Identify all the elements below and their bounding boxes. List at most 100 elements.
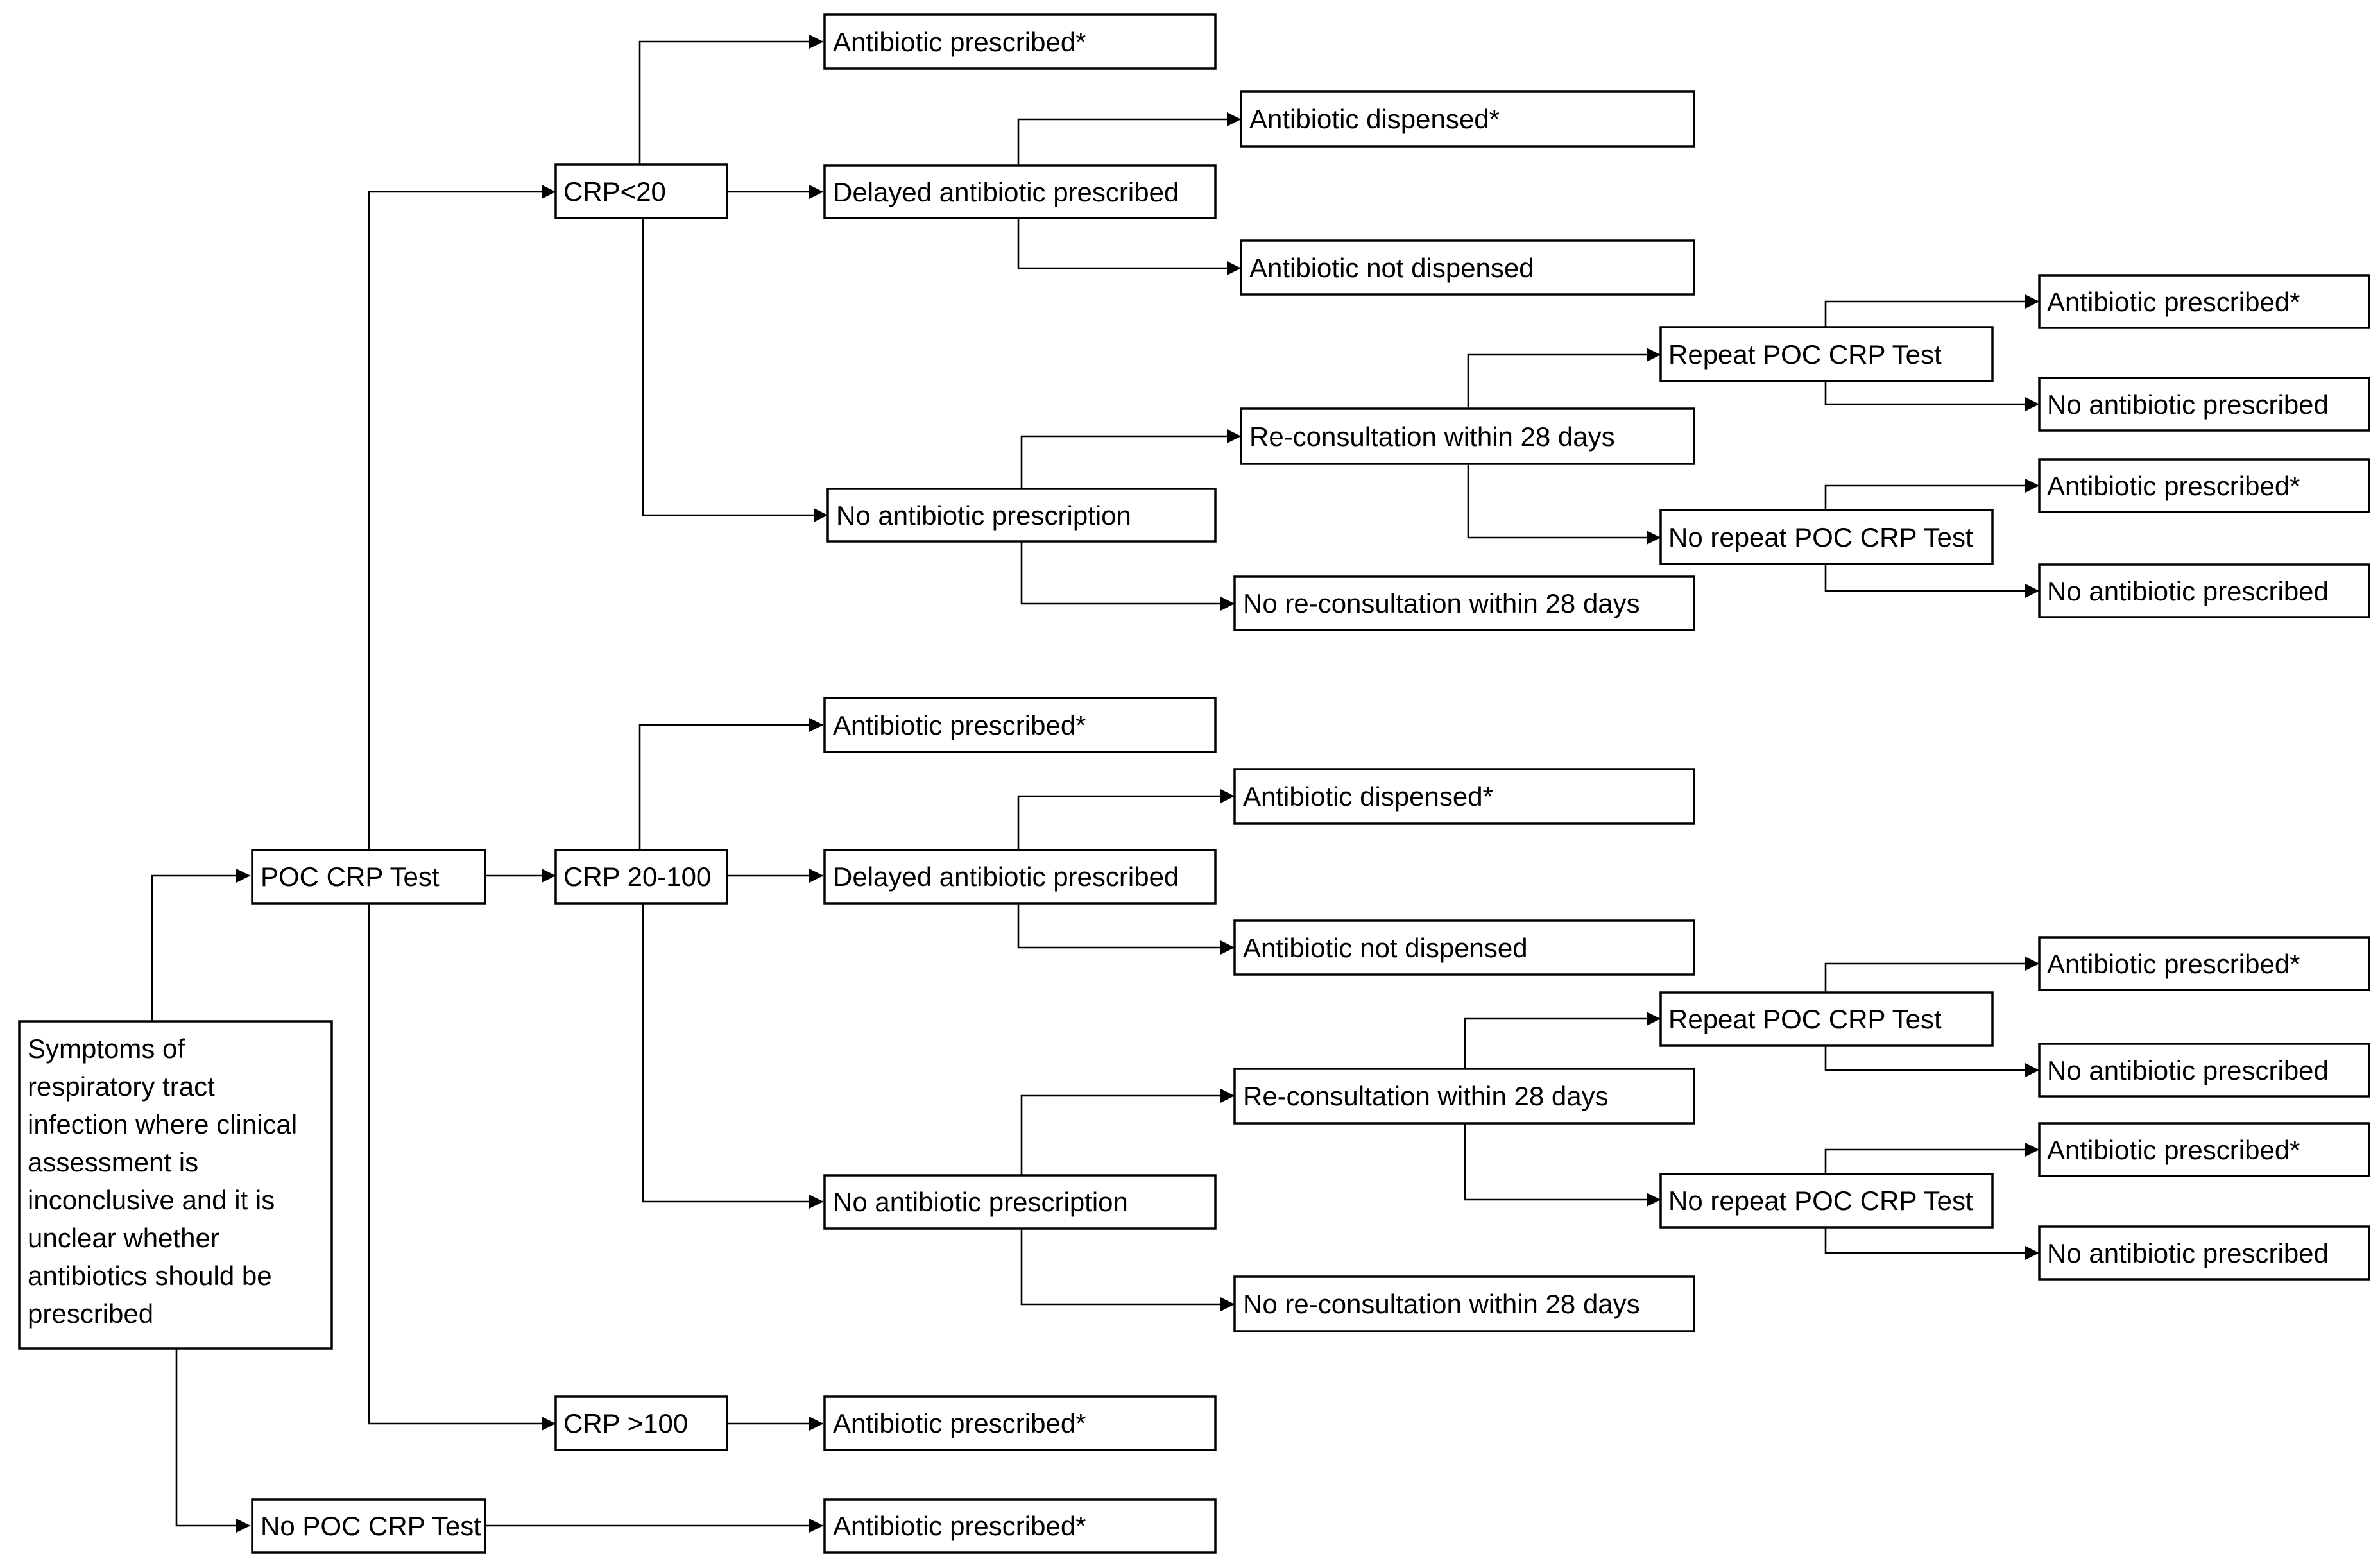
root-line: assessment is <box>28 1147 198 1177</box>
node-label: Antibiotic prescribed* <box>833 1511 1086 1541</box>
node-lt20-antibiotic-prescribed: Antibiotic prescribed* <box>823 13 1217 70</box>
node-label: No antibiotic prescribed <box>2047 576 2329 606</box>
connectors <box>151 35 2039 1533</box>
node-lt20-antibiotic-not-dispensed: Antibiotic not dispensed <box>1240 239 1695 296</box>
node-no-poc-antibiotic-prescribed: Antibiotic prescribed* <box>823 1498 1217 1554</box>
node-crp-20-100: CRP 20-100 <box>554 849 728 905</box>
node-mid-repeat-antibiotic-prescribed: Antibiotic prescribed* <box>2038 936 2370 991</box>
node-label: Antibiotic prescribed* <box>833 1408 1086 1438</box>
connector-repeat2-to-prescribed <box>1824 957 2039 992</box>
root-line: infection where clinical <box>28 1109 297 1139</box>
node-label: No antibiotic prescribed <box>2047 1055 2329 1085</box>
node-mid-no-reconsultation: No re-consultation within 28 days <box>1233 1275 1695 1332</box>
node-crp-lt20: CRP<20 <box>554 163 728 219</box>
node-label: Antibiotic not dispensed <box>1249 253 1534 283</box>
connector-repeat2-to-no-prescribed <box>1824 1046 2039 1077</box>
connector-reconsult2-to-no-repeat <box>1464 1123 1661 1207</box>
root-line: prescribed <box>28 1298 153 1329</box>
node-label: CRP<20 <box>563 176 666 207</box>
connector-mid-to-no-prescription <box>642 903 823 1209</box>
connector-root-to-poc <box>151 869 250 1021</box>
connector-delayed2-to-dispensed <box>1017 789 1235 850</box>
node-label: Antibiotic prescribed* <box>2047 949 2300 979</box>
connector-repeat1-to-no-prescribed <box>1824 381 2039 411</box>
connector-mid-to-prescribed <box>638 718 823 850</box>
node-label: Repeat POC CRP Test <box>1668 1004 1942 1034</box>
connector-delayed2-to-not-dispensed <box>1017 903 1235 955</box>
node-mid-norepeat-no-antibiotic-prescribed: No antibiotic prescribed <box>2038 1225 2370 1281</box>
node-label: POC CRP Test <box>261 862 440 892</box>
node-label: Re-consultation within 28 days <box>1249 421 1615 452</box>
node-mid-norepeat-antibiotic-prescribed: Antibiotic prescribed* <box>2038 1122 2370 1177</box>
connector-repeat1-to-prescribed <box>1824 294 2039 327</box>
node-mid-no-antibiotic-prescription: No antibiotic prescription <box>823 1174 1217 1230</box>
node-label: CRP >100 <box>563 1408 688 1438</box>
node-mid-no-repeat-test: No repeat POC CRP Test <box>1659 1173 1994 1229</box>
node-mid-antibiotic-not-dispensed: Antibiotic not dispensed <box>1233 919 1695 976</box>
connector-reconsult1-to-no-repeat <box>1467 464 1661 545</box>
node-lt20-norepeat-antibiotic-prescribed: Antibiotic prescribed* <box>2038 458 2370 513</box>
node-label: CRP 20-100 <box>563 862 711 892</box>
node-lt20-antibiotic-dispensed: Antibiotic dispensed* <box>1240 90 1695 148</box>
connector-noprescr1-to-reconsult <box>1020 429 1241 489</box>
node-gt100-antibiotic-prescribed: Antibiotic prescribed* <box>823 1395 1217 1451</box>
node-label: No repeat POC CRP Test <box>1668 522 1973 552</box>
node-mid-delayed-prescribed: Delayed antibiotic prescribed <box>823 849 1217 905</box>
node-label: No re-consultation within 28 days <box>1243 588 1640 618</box>
connector-norepeat1-to-prescribed <box>1824 479 2039 510</box>
node-label: Antibiotic prescribed* <box>833 27 1086 57</box>
node-label: Repeat POC CRP Test <box>1668 339 1942 370</box>
node-lt20-repeat-antibiotic-prescribed: Antibiotic prescribed* <box>2038 274 2370 329</box>
connector-norepeat2-to-prescribed <box>1824 1143 2039 1174</box>
node-lt20-delayed-prescribed: Delayed antibiotic prescribed <box>823 164 1217 219</box>
connector-root-to-no-poc <box>175 1349 250 1533</box>
node-label: Delayed antibiotic prescribed <box>833 177 1179 207</box>
connector-noprescr2-to-reconsult <box>1020 1089 1235 1175</box>
node-lt20-no-repeat-test: No repeat POC CRP Test <box>1659 509 1994 565</box>
root-line: antibiotics should be <box>28 1261 272 1291</box>
connector-norepeat2-to-no-prescribed <box>1824 1227 2039 1260</box>
node-label: No antibiotic prescription <box>836 500 1131 531</box>
node-label: Antibiotic prescribed* <box>2047 287 2300 317</box>
node-label: Antibiotic prescribed* <box>833 710 1086 740</box>
root-line: inconclusive and it is <box>28 1185 275 1215</box>
connector-reconsult1-to-repeat <box>1467 348 1661 409</box>
node-label: No re-consultation within 28 days <box>1243 1289 1640 1319</box>
node-label: No antibiotic prescribed <box>2047 389 2329 420</box>
node-mid-reconsultation: Re-consultation within 28 days <box>1233 1068 1695 1125</box>
node-mid-antibiotic-dispensed: Antibiotic dispensed* <box>1233 768 1695 825</box>
node-label: Antibiotic not dispensed <box>1243 933 1528 963</box>
node-mid-repeat-no-antibiotic-prescribed: No antibiotic prescribed <box>2038 1043 2370 1098</box>
node-mid-repeat-test: Repeat POC CRP Test <box>1659 991 1994 1047</box>
root-line: unclear whether <box>28 1223 219 1253</box>
node-lt20-no-antibiotic-prescription: No antibiotic prescription <box>826 488 1217 543</box>
node-label: Re-consultation within 28 days <box>1243 1081 1609 1111</box>
node-crp-gt100: CRP >100 <box>554 1395 728 1451</box>
node-label: Antibiotic dispensed* <box>1249 104 1500 134</box>
node-no-poc-crp-test: No POC CRP Test <box>251 1498 486 1554</box>
node-lt20-no-reconsultation: No re-consultation within 28 days <box>1233 575 1695 631</box>
node-lt20-repeat-no-antibiotic-prescribed: No antibiotic prescribed <box>2038 377 2370 432</box>
root-line: respiratory tract <box>28 1071 215 1102</box>
node-label: No antibiotic prescription <box>833 1187 1128 1217</box>
connector-delayed1-to-dispensed <box>1017 112 1241 166</box>
connector-poc-to-crp-lt20 <box>368 185 556 850</box>
node-label: Antibiotic prescribed* <box>2047 471 2300 501</box>
connector-lt20-to-prescribed <box>638 35 823 164</box>
node-label: Delayed antibiotic prescribed <box>833 862 1179 892</box>
node-lt20-reconsultation: Re-consultation within 28 days <box>1240 407 1695 465</box>
connector-reconsult2-to-repeat <box>1464 1012 1661 1069</box>
node-mid-antibiotic-prescribed: Antibiotic prescribed* <box>823 697 1217 753</box>
connector-noprescr2-to-no-reconsult <box>1020 1229 1235 1311</box>
node-label: No POC CRP Test <box>261 1511 481 1541</box>
root-line: Symptoms of <box>28 1034 185 1064</box>
connector-norepeat1-to-no-prescribed <box>1824 564 2039 598</box>
node-label: No repeat POC CRP Test <box>1668 1186 1973 1216</box>
node-poc-crp-test: POC CRP Test <box>251 849 486 905</box>
connector-poc-to-crp-gt100 <box>368 903 556 1431</box>
root-node: Symptoms of respiratory tract infection … <box>18 1020 333 1350</box>
node-lt20-norepeat-no-antibiotic-prescribed: No antibiotic prescribed <box>2038 563 2370 618</box>
connector-delayed1-to-not-dispensed <box>1017 218 1241 275</box>
node-label: No antibiotic prescribed <box>2047 1238 2329 1268</box>
